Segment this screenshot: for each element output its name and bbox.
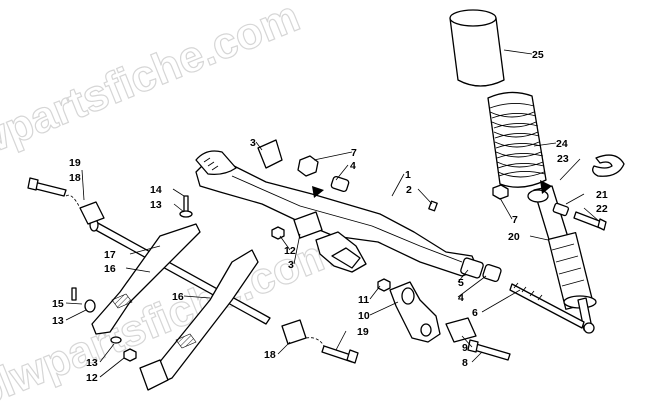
mount-bracket	[377, 278, 511, 361]
callout-18-right: 18	[264, 349, 276, 361]
callout-9: 9	[462, 342, 468, 354]
callout-16-left: 16	[104, 263, 116, 275]
callout-7-right: 7	[512, 214, 518, 226]
leader-lines	[65, 49, 601, 378]
callout-7-upper: 7	[351, 147, 357, 159]
callout-6: 6	[472, 307, 478, 319]
callout-14: 14	[150, 184, 162, 196]
callout-numbers: 25 24 23 21 22 20 7 4 7 1 2 3 3 12 14 13…	[52, 49, 608, 384]
callout-4-upper: 4	[350, 160, 356, 172]
callout-10: 10	[358, 310, 370, 322]
callout-19-left: 19	[69, 157, 81, 169]
callout-2: 2	[406, 184, 412, 196]
callout-13-left: 13	[52, 315, 64, 327]
bump-stop-boot	[449, 9, 505, 87]
front-arm-assembly	[27, 177, 359, 391]
callout-22: 22	[596, 203, 608, 215]
bushing-upper	[297, 155, 350, 193]
end-cap-lower	[257, 139, 323, 239]
callout-18-left: 18	[69, 172, 81, 184]
callout-5: 5	[458, 277, 464, 289]
rear-axle-right	[460, 257, 585, 329]
callout-13-bottom: 13	[86, 357, 98, 369]
callout-20: 20	[508, 231, 520, 243]
callout-8: 8	[462, 357, 468, 369]
shock-absorber	[527, 185, 597, 334]
callout-12-bottom: 12	[86, 372, 98, 384]
callout-23: 23	[557, 153, 569, 165]
callout-1: 1	[405, 169, 411, 181]
coil-spring	[487, 91, 547, 188]
callout-4-lower: 4	[458, 292, 464, 304]
callout-3-lower: 3	[288, 259, 294, 271]
callout-11: 11	[358, 294, 369, 306]
grease-fitting	[428, 200, 438, 212]
callout-13-upper: 13	[150, 199, 162, 211]
callout-15: 15	[52, 298, 64, 310]
callout-25: 25	[532, 49, 544, 61]
end-cap-upper	[195, 150, 237, 176]
callout-19-right: 19	[357, 326, 369, 338]
callout-3-upper: 3	[250, 137, 256, 149]
pointer-arrow-left	[312, 186, 324, 198]
callout-21: 21	[596, 189, 608, 201]
callout-24: 24	[556, 138, 568, 150]
spring-retainer-clip	[592, 154, 625, 177]
callout-17: 17	[104, 249, 116, 261]
nut-upper-12	[271, 226, 285, 240]
shock-assembly	[449, 9, 625, 334]
shock-nut-upper	[492, 184, 509, 200]
pointer-arrow-right	[540, 180, 552, 194]
callout-12-upper: 12	[284, 245, 296, 257]
upper-rail-arm	[195, 139, 552, 277]
callout-16-right: 16	[172, 291, 184, 303]
